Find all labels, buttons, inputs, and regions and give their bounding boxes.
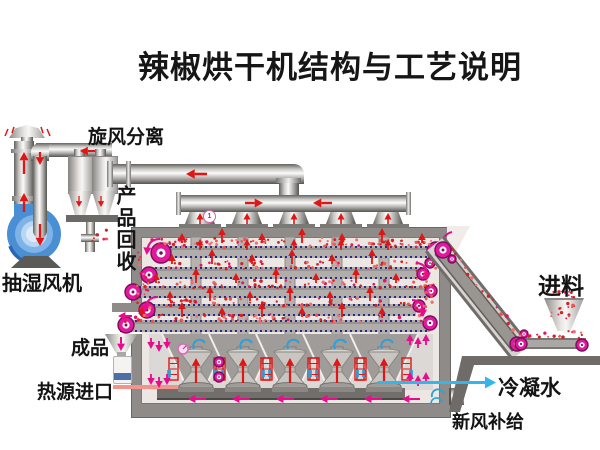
recovery-discharge-valve (81, 234, 99, 242)
manifold-flange-right (406, 192, 411, 215)
suction-hood-4 (326, 212, 356, 224)
fan-stand (11, 256, 61, 268)
cyclone-separator-1 (68, 156, 94, 194)
manifold-duct (179, 195, 407, 212)
page-title: 辣椒烘干机结构与工艺说明 (138, 50, 522, 85)
riser-collar (276, 178, 301, 183)
stack-flange (11, 149, 37, 153)
label-finished-product: 成品 (71, 338, 110, 359)
fan-downpipe (33, 156, 47, 238)
manifold-flange-left (176, 192, 181, 215)
upper-duct-flange (107, 161, 113, 187)
label-heat-source-inlet: 热源进口 (37, 382, 114, 403)
suction-hood-5-flange (367, 224, 409, 228)
fresh-air-inlet (449, 388, 464, 405)
feed-hopper (544, 298, 584, 331)
suction-hood-1-flange (179, 224, 221, 228)
chimney-cap-icon (9, 125, 45, 138)
exhaust-stack-pipe (14, 141, 34, 213)
label-cyclone-separator: 旋风分离 (88, 127, 165, 148)
dust-tray-stem (86, 222, 95, 234)
suction-hood-5 (373, 212, 403, 224)
suction-hood-2-flange (226, 224, 268, 228)
discharge-opening-lintel (112, 303, 132, 312)
product-bottle-cap (117, 352, 126, 357)
recovery-discharge-spout (85, 242, 95, 252)
hood-number-badge: 1 (203, 210, 216, 223)
product-bottle-label (114, 373, 131, 380)
label-feed-inlet: 进料 (538, 273, 584, 299)
discharge-opening (127, 312, 142, 334)
suction-hood-4-flange (320, 224, 362, 228)
label-product-recovery: 产品回收 (113, 185, 135, 273)
feed-conveyor (514, 330, 589, 352)
cyclone-vortex-tube-1 (74, 149, 85, 158)
upper-duct (110, 164, 290, 184)
upper-duct-collar (126, 161, 131, 187)
dryer-box-interior (141, 237, 440, 404)
chimney-cap-neck (21, 137, 33, 142)
cyclone-vortex-tube-2 (95, 149, 106, 158)
suction-hood-3-flange (273, 224, 315, 228)
suction-hood-2 (232, 212, 262, 224)
label-dehumidifier-fan: 抽湿风机 (2, 273, 82, 295)
suction-hood-3 (279, 212, 309, 224)
label-fresh-air-supply: 新风补给 (452, 412, 524, 432)
cyclone-dust-tray (66, 215, 118, 222)
label-condensate-water: 冷凝水 (498, 377, 561, 400)
